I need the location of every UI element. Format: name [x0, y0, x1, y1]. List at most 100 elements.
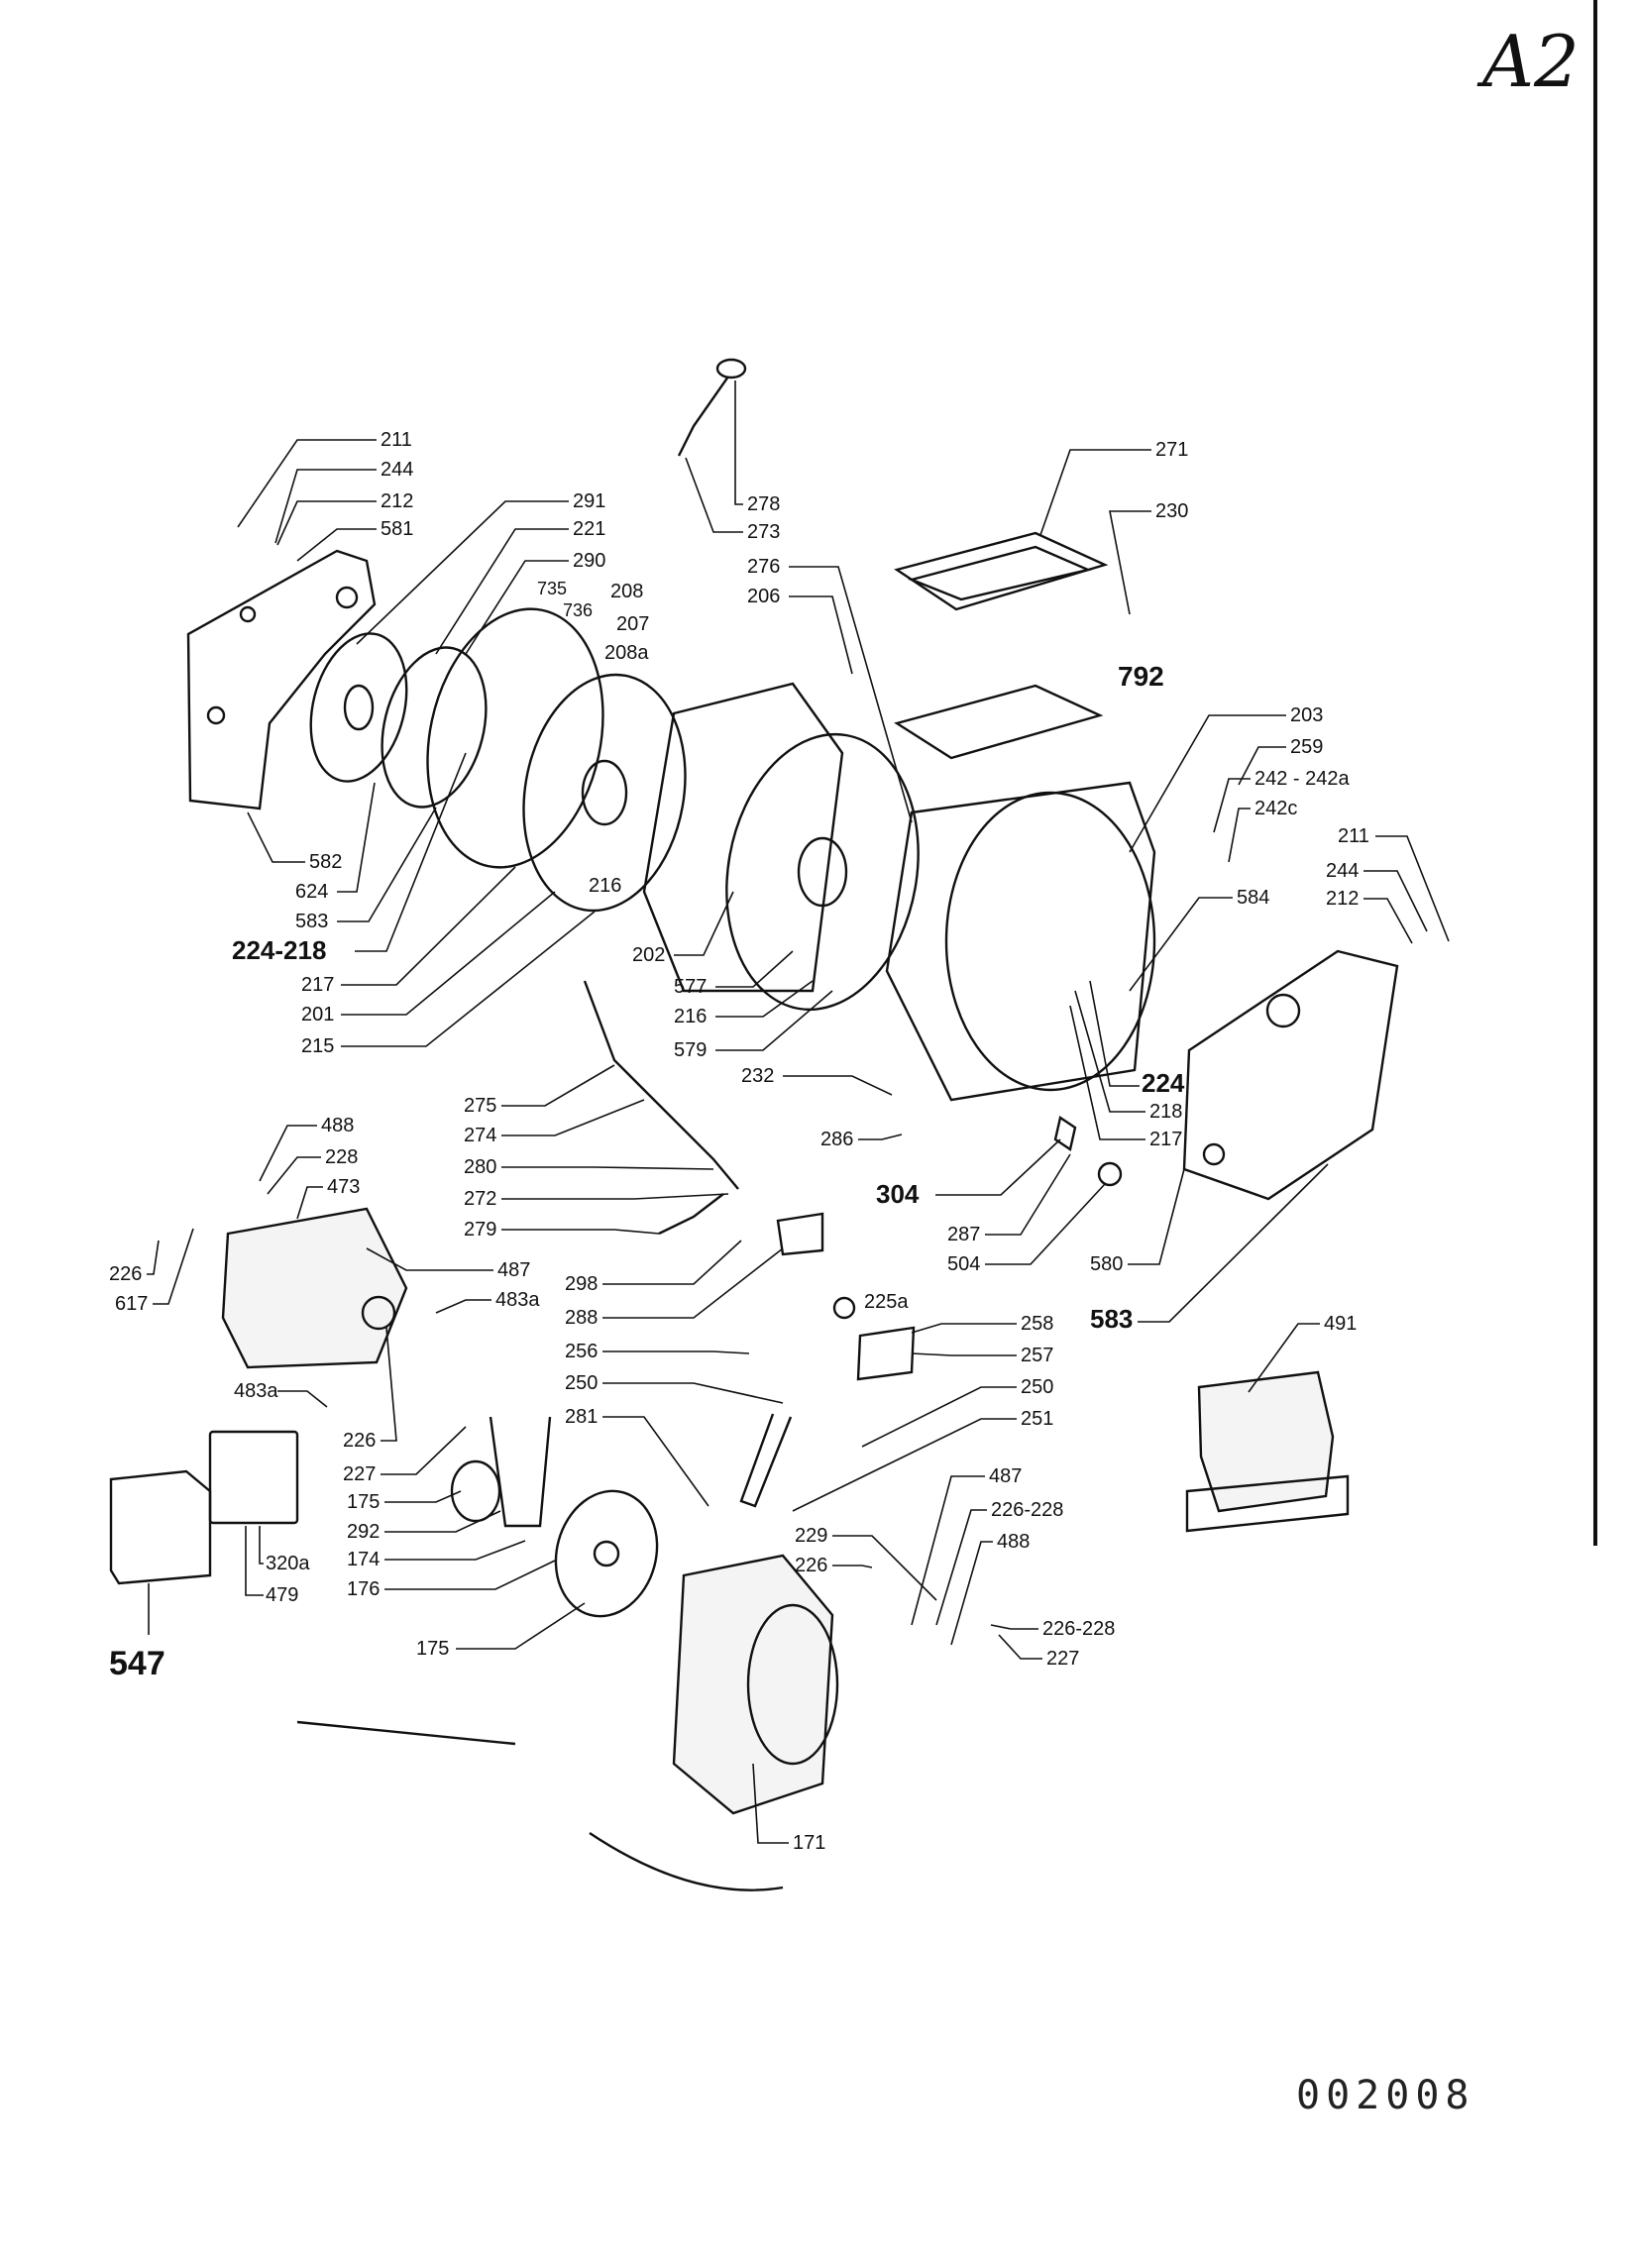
leader-226-228a — [935, 1509, 987, 1626]
base-outline-right — [589, 1832, 784, 1891]
leader-275 — [501, 1064, 615, 1107]
leader-211b — [1375, 835, 1450, 942]
leader-504 — [985, 1183, 1106, 1265]
rear-bracket — [186, 549, 377, 810]
transformer-491 — [1197, 1370, 1335, 1513]
callout-242c: 242c — [1254, 798, 1297, 819]
callout-175b: 175 — [416, 1638, 449, 1660]
leader-lines — [147, 380, 1450, 1844]
leader-581 — [296, 528, 377, 562]
callout-582: 582 — [309, 851, 342, 873]
leader-226c — [832, 1565, 873, 1568]
leader-487b — [911, 1475, 985, 1626]
callout-278: 278 — [747, 493, 780, 515]
leader-281 — [602, 1416, 709, 1507]
callout-258: 258 — [1021, 1313, 1053, 1335]
leader-242c — [1228, 808, 1251, 863]
callout-206: 206 — [747, 586, 780, 607]
leader-473 — [296, 1186, 323, 1220]
callout-208: 208 — [610, 581, 643, 602]
motor — [221, 1207, 408, 1369]
leader-488b — [950, 1541, 993, 1646]
callout-227b: 227 — [1046, 1648, 1079, 1670]
leader-579 — [715, 990, 833, 1051]
callout-217b: 217 — [1149, 1129, 1182, 1150]
leader-292 — [384, 1510, 501, 1533]
leader-287 — [985, 1153, 1071, 1236]
leader-224-218 — [355, 752, 467, 952]
leader-215 — [341, 911, 596, 1047]
callout-250a: 250 — [565, 1372, 598, 1394]
callout-212a: 212 — [381, 490, 413, 512]
callout-211a: 211 — [381, 429, 412, 451]
callout-304: 304 — [876, 1179, 920, 1209]
filter-box-547 — [109, 1469, 212, 1585]
leader-229 — [832, 1535, 937, 1601]
heater-plate-257 — [856, 1326, 916, 1381]
callout-257: 257 — [1021, 1345, 1053, 1366]
callout-230: 230 — [1155, 500, 1188, 522]
callout-483a-2: 483a — [234, 1380, 278, 1402]
callout-174: 174 — [347, 1549, 380, 1570]
leader-259 — [1238, 746, 1286, 786]
callout-216a: 216 — [589, 875, 621, 897]
heater-rod-251 — [739, 1413, 793, 1508]
sheet-tag: A2 — [1482, 20, 1580, 103]
callout-279: 279 — [464, 1219, 496, 1241]
callout-792: 792 — [1118, 661, 1164, 692]
callout-176: 176 — [347, 1578, 380, 1600]
callout-259: 259 — [1290, 736, 1323, 758]
callout-225a: 225a — [864, 1291, 909, 1313]
leader-272 — [501, 1193, 729, 1200]
callout-244a: 244 — [381, 459, 413, 481]
leader-279 — [501, 1229, 660, 1235]
callout-250b: 250 — [1021, 1376, 1053, 1398]
leader-320a — [259, 1526, 264, 1565]
callout-212b: 212 — [1326, 888, 1359, 910]
callout-298: 298 — [565, 1273, 598, 1295]
leader-216b — [715, 980, 814, 1018]
leader-271 — [1039, 449, 1151, 536]
callout-320a: 320a — [266, 1553, 310, 1574]
callout-175a: 175 — [347, 1491, 380, 1513]
tub — [885, 781, 1156, 1102]
leader-212b — [1363, 898, 1413, 944]
leader-258 — [911, 1323, 1017, 1334]
leader-242-242a — [1213, 778, 1251, 833]
leader-276 — [789, 566, 913, 823]
callout-473: 473 — [327, 1176, 360, 1198]
leader-175b — [456, 1602, 586, 1650]
leader-250b — [861, 1386, 1017, 1448]
callout-617: 617 — [115, 1293, 148, 1315]
callout-218b: 218 — [1149, 1101, 1182, 1123]
callout-583a: 583 — [295, 911, 328, 932]
callout-242-242a: 242 - 242a — [1254, 768, 1351, 790]
callout-292: 292 — [347, 1521, 380, 1543]
leader-488a — [259, 1125, 317, 1182]
callout-290: 290 — [573, 550, 605, 572]
callout-227a: 227 — [343, 1463, 376, 1485]
callout-487b: 487 — [989, 1465, 1022, 1487]
leader-212a — [276, 500, 377, 546]
callout-281: 281 — [565, 1406, 598, 1428]
callout-226c: 226 — [795, 1555, 827, 1576]
callout-208a: 208a — [604, 642, 649, 664]
callout-labels: 211 244 212 581 291 221 290 735 736 208 … — [109, 429, 1369, 1854]
callout-226a: 226 — [109, 1263, 142, 1285]
leader-226a — [147, 1240, 160, 1275]
belt-292 — [489, 1416, 552, 1528]
callout-211b: 211 — [1338, 825, 1369, 847]
leader-217b — [1069, 1005, 1145, 1140]
leader-227a — [381, 1426, 467, 1475]
callout-288: 288 — [565, 1307, 598, 1329]
leader-298 — [602, 1240, 742, 1285]
leader-617 — [153, 1228, 194, 1305]
leader-290 — [465, 560, 569, 655]
leader-217a — [341, 866, 516, 986]
leader-224b — [1089, 980, 1140, 1087]
motor-unit-171 — [672, 1554, 834, 1815]
leader-203 — [1129, 714, 1286, 853]
leader-583b — [1138, 1163, 1329, 1323]
leader-582 — [247, 811, 305, 863]
callout-224-218: 224-218 — [232, 935, 326, 965]
